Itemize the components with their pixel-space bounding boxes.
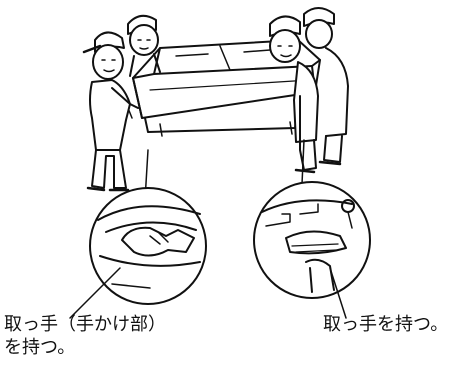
left-caption-line2: を持つ。: [4, 337, 76, 358]
right-back-worker: [303, 7, 349, 166]
left-detail-circle: [89, 149, 207, 305]
left-callout-line: [69, 267, 121, 319]
right-detail-circle: [253, 139, 371, 299]
right-caption: 取っ手を持つ。: [323, 314, 449, 335]
left-front-worker: [82, 31, 139, 192]
cabinet-drawing: [127, 39, 321, 137]
right-front-worker: [269, 15, 319, 174]
right-callout-line: [329, 267, 347, 319]
left-back-worker: [127, 14, 161, 77]
left-caption-line1: 取っ手（手かけ部）: [4, 314, 166, 335]
